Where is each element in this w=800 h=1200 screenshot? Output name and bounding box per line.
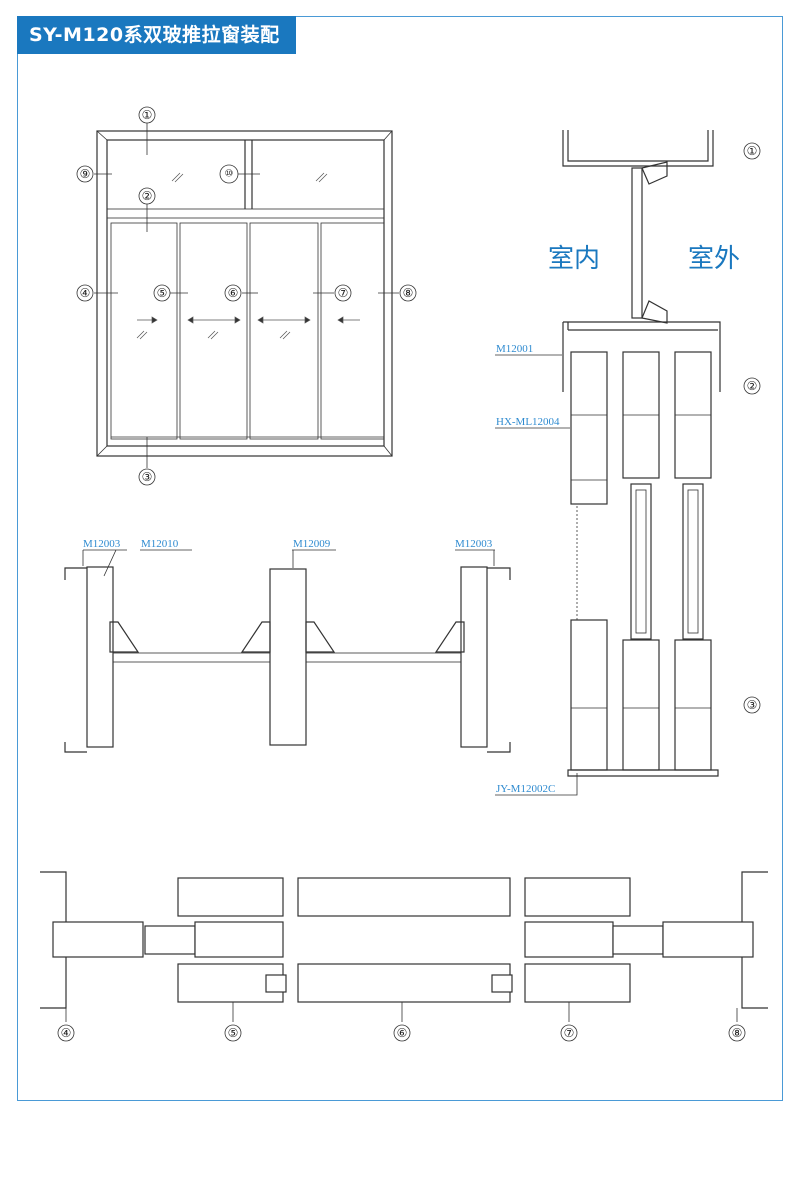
- h-callout-6: ⑥: [397, 1026, 408, 1040]
- mullion-section: M12003 M12010 M12009 M12003: [64, 538, 511, 753]
- section-callout-1: ①: [747, 144, 758, 158]
- callout-2: ②: [142, 189, 153, 203]
- part-label-jy-m12002c: JY-M12002C: [496, 783, 555, 795]
- h-callout-8: ⑧: [732, 1026, 743, 1040]
- part-label-m12003-right: M12003: [455, 538, 493, 550]
- page-title: SY-M120系双玻推拉窗装配图: [17, 16, 296, 84]
- part-label-m12010: M12010: [141, 538, 179, 550]
- h-callout-7: ⑦: [564, 1026, 575, 1040]
- elevation-callouts: ① ② ③ ④ ⑤ ⑥ ⑦ ⑧ ⑨ ⑩: [76, 106, 417, 486]
- callout-1: ①: [142, 108, 153, 122]
- horizontal-section: ④ ⑤ ⑥ ⑦ ⑧: [40, 871, 768, 1042]
- callout-6: ⑥: [228, 286, 239, 300]
- outdoor-label: 室外: [688, 244, 740, 274]
- callout-7: ⑦: [338, 286, 349, 300]
- callout-4: ④: [80, 286, 91, 300]
- part-label-m12009: M12009: [293, 538, 331, 550]
- h-callout-4: ④: [61, 1026, 72, 1040]
- part-label-m12003-left: M12003: [83, 538, 121, 550]
- part-label-m12001: M12001: [496, 343, 533, 355]
- section-callout-2: ②: [747, 379, 758, 393]
- indoor-label: 室内: [548, 244, 600, 274]
- callout-3: ③: [142, 470, 153, 484]
- callout-9: ⑨: [80, 167, 91, 181]
- callout-5: ⑤: [157, 286, 168, 300]
- window-elevation: ① ② ③ ④ ⑤ ⑥ ⑦ ⑧ ⑨ ⑩: [76, 106, 417, 486]
- section-callout-3: ③: [747, 698, 758, 712]
- part-label-hx-ml12004: HX-ML12004: [496, 416, 560, 428]
- h-callout-5: ⑤: [228, 1026, 239, 1040]
- drawing-frame: [17, 16, 783, 1101]
- callout-8: ⑧: [403, 286, 414, 300]
- vertical-section: 室内 室外 ① ② ③ M12001 HX-ML12004 JY-M12002C: [495, 130, 761, 796]
- callout-10: ⑩: [225, 169, 234, 180]
